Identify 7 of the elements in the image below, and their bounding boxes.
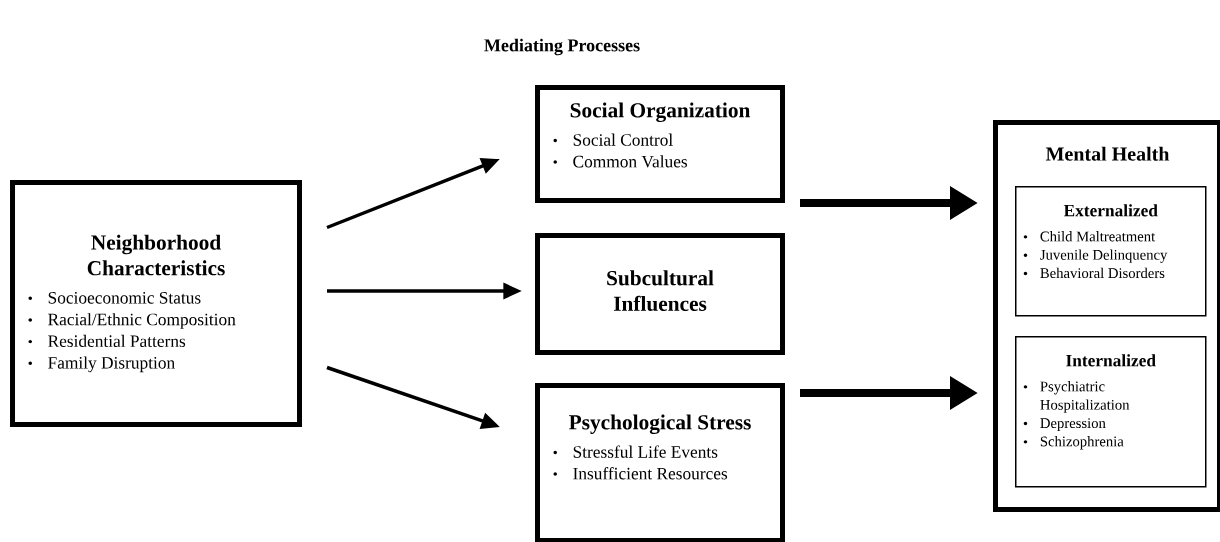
title: Mediating Processes xyxy=(484,38,640,56)
box: Social Organization Social Control Common Values xyxy=(535,85,785,203)
box: Neighborhood Characteristics Socioeconomic Status Racial/Ethnic Composition Residential Patterns Family Disruption xyxy=(10,180,302,427)
box: Subcultural Influences xyxy=(535,233,785,355)
sub-box: Internalized Psychiatric Hospitalization Depression Schizophrenia xyxy=(1015,336,1207,488)
sub-box: Externalized Child Maltreatment Juvenile Delinquency Behavioral Disorders xyxy=(1015,186,1207,317)
box: Psychological Stress Stressful Life Events Insufficient Resources xyxy=(535,383,785,542)
